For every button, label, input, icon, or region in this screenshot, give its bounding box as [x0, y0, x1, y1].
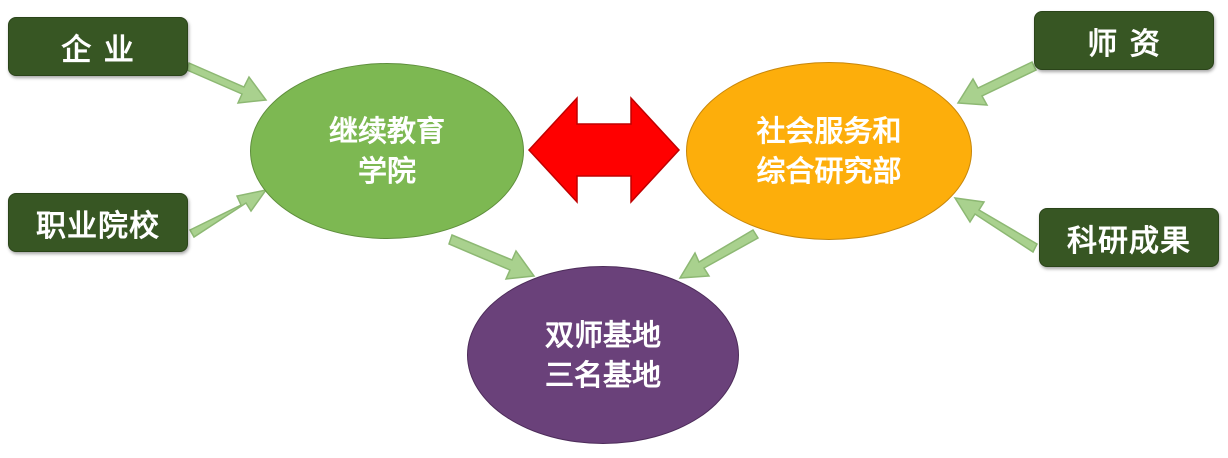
vocational-box: 职业院校 — [8, 193, 188, 252]
enterprise-label: 企 业 — [61, 32, 135, 68]
double-arrow — [527, 96, 681, 204]
arrow-social-to-dual — [678, 228, 760, 279]
research-box: 科研成果 — [1039, 208, 1219, 267]
arrow-research-to-social — [953, 197, 1038, 254]
arrow-enterprise-to-continuing — [186, 61, 268, 104]
continuing-education-line1: 继续教育 — [328, 114, 445, 148]
dual-base-line1: 双师基地 — [544, 318, 661, 352]
social-service-line1: 社会服务和 — [756, 114, 902, 148]
research-label: 科研成果 — [1067, 223, 1191, 259]
continuing-education-line2: 学院 — [357, 154, 416, 188]
dual-base-node: 双师基地 三名基地 — [467, 266, 739, 444]
teachers-box: 师 资 — [1034, 11, 1214, 70]
arrow-continuing-to-dual — [448, 233, 536, 280]
continuing-education-node: 继续教育 学院 — [250, 63, 524, 239]
arrow-teachers-to-social — [956, 61, 1038, 106]
enterprise-box: 企 业 — [8, 17, 188, 76]
social-service-node: 社会服务和 综合研究部 — [686, 62, 972, 240]
arrow-vocational-to-continuing — [188, 188, 268, 239]
social-service-line2: 综合研究部 — [756, 154, 902, 188]
dual-base-line2: 三名基地 — [544, 358, 661, 392]
vocational-label: 职业院校 — [36, 208, 160, 244]
teachers-label: 师 资 — [1087, 26, 1161, 62]
